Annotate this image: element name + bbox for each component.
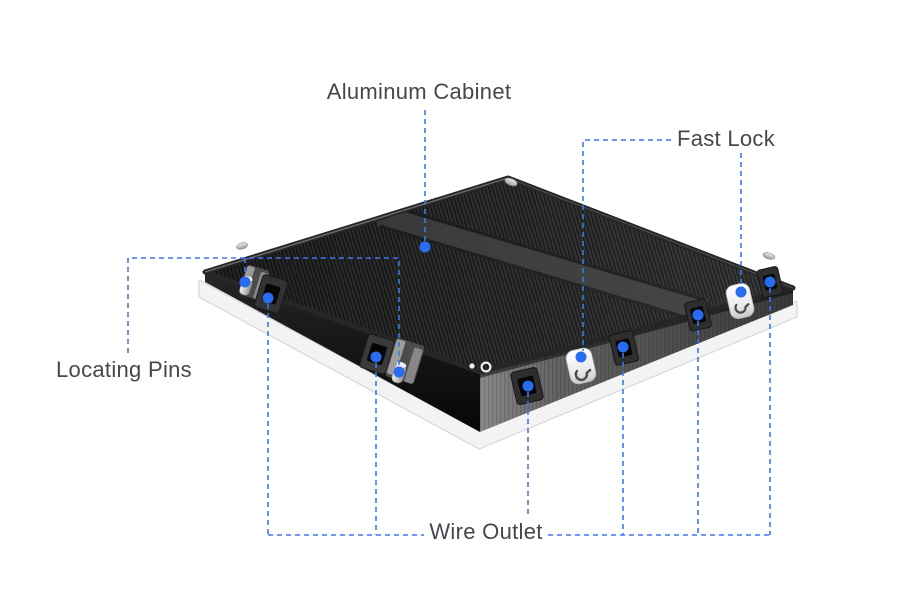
leader-fast-lock-left: [582, 139, 671, 351]
dot-wire-outlet-1: [262, 292, 274, 304]
label-aluminum-cabinet: Aluminum Cabinet: [326, 79, 512, 104]
dot-locating-pin-1: [239, 276, 251, 288]
dot-wire-outlet-2: [370, 351, 382, 363]
cabinet-edge-highlight-right: [507, 177, 794, 289]
dot-fast-lock-1: [575, 351, 587, 363]
dot-wire-outlet-5: [692, 309, 704, 321]
front-screw-dot: [469, 363, 475, 369]
leader-lines: [127, 110, 771, 536]
dot-wire-outlet-6: [764, 276, 776, 288]
dot-wire-outlet-3: [522, 380, 534, 392]
label-fast-lock: Fast Lock: [676, 126, 776, 151]
fast-lock-plate-1: [565, 347, 597, 385]
front-screw-ring: [480, 361, 492, 373]
dot-aluminum-cabinet: [419, 241, 431, 253]
fast-lock-plate-2: [725, 282, 755, 320]
dot-fast-lock-2: [735, 286, 747, 298]
cabinet-edge-highlight-left: [204, 177, 509, 273]
leader-locating-pins: [127, 257, 400, 366]
corner-screw-left: [236, 242, 248, 250]
dot-wire-outlet-4: [617, 341, 629, 353]
corner-screw-right: [762, 252, 776, 260]
annotation-dots: [239, 241, 776, 392]
cabinet-top-frame: [202, 175, 796, 375]
corner-screw-top: [504, 177, 518, 187]
dot-locating-pin-2: [393, 366, 405, 378]
label-locating-pins: Locating Pins: [56, 357, 192, 382]
label-wire-outlet: Wire Outlet: [429, 519, 543, 544]
